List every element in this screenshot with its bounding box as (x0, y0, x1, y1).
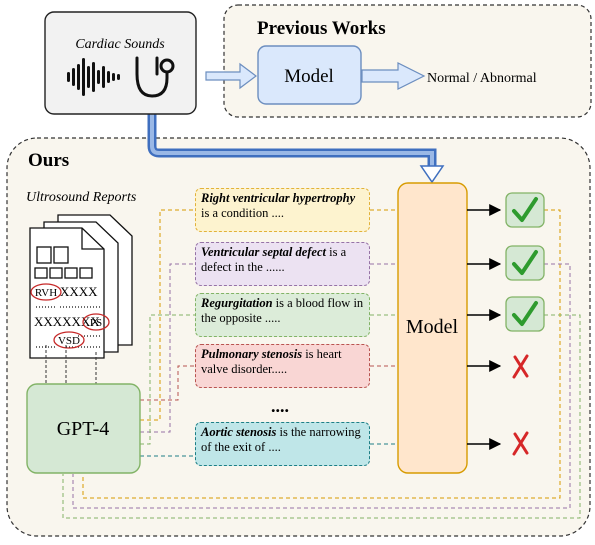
description-text-regurgitation: is a blood flow in the opposite ..... (201, 296, 364, 325)
previous-works-title: Previous Works (257, 18, 386, 39)
result-check-1 (505, 192, 545, 228)
description-box-regurgitation: Regurgitation is a blood flow in the opp… (195, 293, 370, 337)
cardiac-to-model-arrow (205, 62, 257, 90)
ours-title: Ours (28, 150, 69, 171)
description-text-rvh: is a condition .... (201, 206, 284, 220)
documents-icon (29, 214, 133, 359)
more-descriptions-ellipsis: .... (271, 396, 289, 416)
description-term-vsd: Ventricular septal defect (201, 245, 326, 259)
output-label: Normal / Abnormal (427, 71, 537, 86)
model-to-output-arrow (361, 62, 426, 90)
result-check-3 (505, 296, 545, 332)
gpt4-label: GPT-4 (57, 418, 110, 440)
description-text-as: is the narrowing of the exit of .... (201, 425, 361, 454)
cardiac-to-model-pipe-highlight (150, 113, 434, 168)
description-text-vsd: is a defect in the ...... (201, 245, 347, 274)
vsd-tag: VSD (58, 335, 80, 347)
description-term-regurgitation: Regurgitation (201, 296, 273, 310)
description-term-as: Aortic stenosis (201, 425, 277, 439)
ours-model-box (397, 182, 468, 474)
vsd-tag-oval (53, 331, 85, 349)
report-to-gpt-connectors (45, 345, 97, 384)
pipe-arrowhead (419, 165, 445, 184)
rvh-tag: RVH (35, 287, 57, 299)
model-output-arrows (467, 204, 502, 450)
description-text-ps: is heart valve disorder..... (201, 347, 342, 376)
feedback-loops (62, 209, 581, 519)
cardiac-sounds-label: Cardiac Sounds (75, 37, 165, 52)
result-cross-2 (512, 431, 529, 456)
result-check-2 (505, 245, 545, 281)
gpt-to-description-connectors (140, 209, 195, 457)
ps-tag-oval (82, 313, 110, 331)
description-term-ps: Pulmonary stenosis (201, 347, 303, 361)
report-text-1: XXXX (60, 284, 98, 299)
description-box-as: Aortic stenosis is the narrowing of the … (195, 422, 370, 466)
reports-label: Ultrosound Reports (26, 190, 137, 205)
stethoscope-icon (135, 56, 175, 98)
gpt4-box (26, 383, 141, 474)
description-box-ps: Pulmonary stenosis is heart valve disord… (195, 344, 370, 388)
description-box-rvh: Right ventricular hypertrophy is a condi… (195, 188, 370, 232)
sound-wave-icon (67, 58, 120, 96)
description-term-rvh: Right ventricular hypertrophy (201, 191, 356, 205)
ours-model-label: Model (406, 316, 459, 338)
previous-model-label: Model (284, 66, 334, 87)
ps-tag: PS (90, 317, 102, 329)
description-box-vsd: Ventricular septal defect is a defect in… (195, 242, 370, 286)
previous-model-box (257, 45, 362, 105)
result-cross-1 (512, 354, 529, 379)
rvh-tag-oval (30, 283, 62, 301)
description-to-model-connectors (370, 209, 398, 445)
